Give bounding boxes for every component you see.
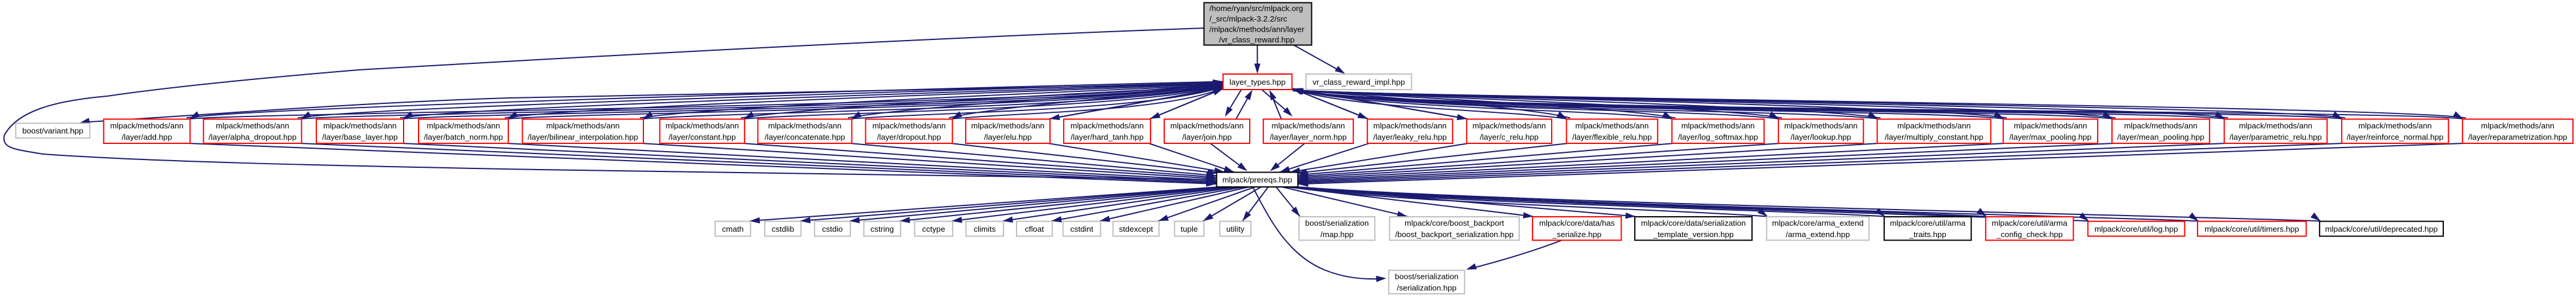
svg-text:mlpack/prereqs.hpp: mlpack/prereqs.hpp [1222,176,1292,185]
svg-text:cctype: cctype [922,225,945,234]
svg-text:stdexcept: stdexcept [1119,225,1153,234]
svg-text:boost/variant.hpp: boost/variant.hpp [22,127,83,136]
svg-text:mlpack/methods/ann: mlpack/methods/ann [971,121,1045,130]
svg-text:cmath: cmath [722,225,743,234]
svg-text:mlpack/methods/ann: mlpack/methods/ann [872,121,946,130]
svg-text:/layer/hard_tanh.hpp: /layer/hard_tanh.hpp [1071,133,1144,142]
svg-text:cstdint: cstdint [1070,225,1094,234]
svg-text:mlpack/core/arma_extend: mlpack/core/arma_extend [1772,219,1864,228]
svg-text:mlpack/methods/ann: mlpack/methods/ann [768,121,842,130]
svg-text:_serialize.hpp: _serialize.hpp [1552,230,1601,239]
svg-text:/layer/concatenate.hpp: /layer/concatenate.hpp [765,133,846,142]
svg-text:mlpack/core/util/timers.hpp: mlpack/core/util/timers.hpp [2205,225,2299,234]
svg-text:_config_check.hpp: _config_check.hpp [1996,230,2063,239]
svg-text:mlpack/methods/ann: mlpack/methods/ann [1784,121,1858,130]
svg-text:cstring: cstring [871,225,894,234]
svg-text:/serialization.hpp: /serialization.hpp [1397,284,1457,293]
svg-text:mlpack/core/util/deprecated.hp: mlpack/core/util/deprecated.hpp [2325,225,2437,234]
svg-text:/vr_class_reward.hpp: /vr_class_reward.hpp [1219,35,1295,44]
svg-text:mlpack/methods/ann: mlpack/methods/ann [1374,121,1447,130]
svg-text:mlpack/methods/ann: mlpack/methods/ann [666,121,739,130]
svg-text:mlpack/methods/ann: mlpack/methods/ann [2124,121,2197,130]
svg-text:cstdio: cstdio [822,225,843,234]
svg-text:/layer/lookup.hpp: /layer/lookup.hpp [1791,133,1851,142]
svg-text:/layer/dropout.hpp: /layer/dropout.hpp [877,133,941,142]
svg-text:cstdlib: cstdlib [771,225,794,234]
svg-text:mlpack/methods/ann: mlpack/methods/ann [2014,121,2087,130]
svg-text:mlpack/methods/ann: mlpack/methods/ann [216,121,289,130]
svg-text:/layer/leaky_relu.hpp: /layer/leaky_relu.hpp [1374,133,1447,142]
svg-text:/layer/add.hpp: /layer/add.hpp [121,133,172,142]
svg-text:mlpack/methods/ann: mlpack/methods/ann [1897,121,1971,130]
svg-text:mlpack/methods/ann: mlpack/methods/ann [1070,121,1144,130]
svg-text:mlpack/core/util/arma: mlpack/core/util/arma [1992,219,2068,228]
svg-text:mlpack/methods/ann: mlpack/methods/ann [110,121,184,130]
svg-text:/layer/batch_norm.hpp: /layer/batch_norm.hpp [424,133,503,142]
svg-text:mlpack/methods/ann: mlpack/methods/ann [2358,121,2432,130]
svg-text:vr_class_reward_impl.hpp: vr_class_reward_impl.hpp [1313,78,1405,87]
svg-text:/layer/reinforce_normal.hpp: /layer/reinforce_normal.hpp [2346,133,2443,142]
svg-text:/layer/base_layer.hpp: /layer/base_layer.hpp [322,133,398,142]
svg-text:mlpack/methods/ann: mlpack/methods/ann [1576,121,1649,130]
svg-text:utility: utility [1226,225,1245,234]
svg-text:mlpack/core/data/has: mlpack/core/data/has [1539,219,1615,228]
svg-text:mlpack/core/util/arma: mlpack/core/util/arma [1890,219,1966,228]
svg-text:boost/serialization: boost/serialization [1305,219,1369,228]
svg-text:/layer/layer_norm.hpp: /layer/layer_norm.hpp [1270,133,1347,142]
svg-text:layer_types.hpp: layer_types.hpp [1229,78,1286,87]
svg-text:cfloat: cfloat [1025,225,1044,234]
svg-text:/layer/max_pooling.hpp: /layer/max_pooling.hpp [2009,133,2092,142]
svg-text:mlpack/methods/ann: mlpack/methods/ann [427,121,500,130]
svg-text:/layer/mean_pooling.hpp: /layer/mean_pooling.hpp [2117,133,2205,142]
svg-text:mlpack/core/data/serialization: mlpack/core/data/serialization [1641,219,1745,228]
svg-text:_template_version.hpp: _template_version.hpp [1653,230,1734,239]
svg-text:mlpack/methods/ann: mlpack/methods/ann [323,121,397,130]
svg-text:mlpack/core/util/log.hpp: mlpack/core/util/log.hpp [2095,225,2178,234]
svg-text:_traits.hpp: _traits.hpp [1909,230,1946,239]
svg-text:/layer/bilinear_interpolation.: /layer/bilinear_interpolation.hpp [527,133,638,142]
svg-text:/layer/multiply_constant.hpp: /layer/multiply_constant.hpp [1885,133,1983,142]
svg-text:climits: climits [973,225,996,234]
svg-text:mlpack/methods/ann: mlpack/methods/ann [2239,121,2312,130]
svg-text:/home/ryan/src/mlpack.org: /home/ryan/src/mlpack.org [1210,4,1304,13]
svg-text:/layer/alpha_dropout.hpp: /layer/alpha_dropout.hpp [209,133,297,142]
svg-text:/boost_backport_serialization.: /boost_backport_serialization.hpp [1395,230,1513,239]
svg-text:/layer/c_relu.hpp: /layer/c_relu.hpp [1480,133,1539,142]
svg-text:mlpack/methods/ann: mlpack/methods/ann [2481,121,2554,130]
svg-text:/layer/elu.hpp: /layer/elu.hpp [984,133,1032,142]
svg-text:boost/serialization: boost/serialization [1395,272,1458,281]
svg-text:mlpack/methods/ann: mlpack/methods/ann [1272,121,1345,130]
svg-text:mlpack/methods/ann: mlpack/methods/ann [1473,121,1546,130]
svg-text:mlpack/methods/ann: mlpack/methods/ann [1170,121,1244,130]
svg-text:/layer/reparametrization.hpp: /layer/reparametrization.hpp [2468,133,2568,142]
svg-text:tuple: tuple [1180,225,1198,234]
svg-text:/_src/mlpack-3.2.2/src: /_src/mlpack-3.2.2/src [1210,14,1287,23]
svg-text:/mlpack/methods/ann/layer: /mlpack/methods/ann/layer [1210,25,1305,34]
svg-text:mlpack/methods/ann: mlpack/methods/ann [546,121,619,130]
svg-text:/layer/parametric_relu.hpp: /layer/parametric_relu.hpp [2229,133,2321,142]
svg-text:/layer/join.hpp: /layer/join.hpp [1182,133,1232,142]
svg-text:/layer/log_softmax.hpp: /layer/log_softmax.hpp [1678,133,1758,142]
svg-text:mlpack/core/boost_backport: mlpack/core/boost_backport [1405,219,1504,228]
svg-text:mlpack/methods/ann: mlpack/methods/ann [1681,121,1755,130]
svg-text:/layer/constant.hpp: /layer/constant.hpp [669,133,735,142]
svg-text:/map.hpp: /map.hpp [1320,230,1353,239]
svg-text:/layer/flexible_relu.hpp: /layer/flexible_relu.hpp [1572,133,1652,142]
svg-text:/arma_extend.hpp: /arma_extend.hpp [1786,230,1849,239]
